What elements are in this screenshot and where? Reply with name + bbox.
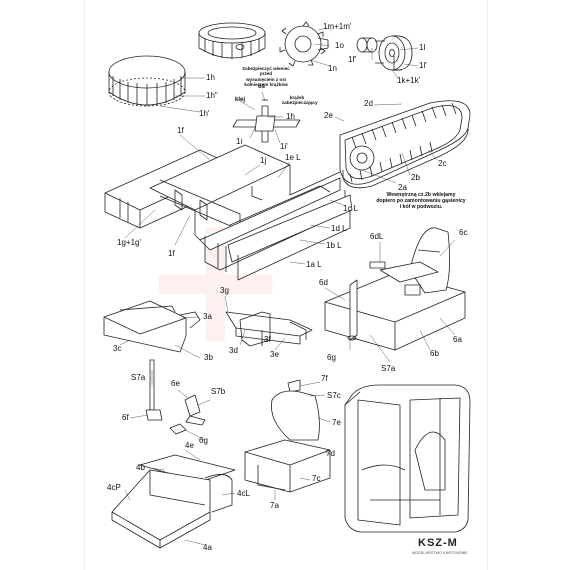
blade-3: [103, 300, 201, 353]
wheel-1h: [108, 55, 186, 107]
seat-7: [244, 379, 331, 493]
label-1f-lower: 1f: [168, 249, 175, 258]
label-1f: 1f: [177, 126, 184, 135]
label-6g: 6g: [327, 353, 336, 362]
label-1h-prime: 1h': [199, 109, 210, 118]
brand-subtitle: MODELARSTWO KARTONOWE: [412, 551, 468, 555]
label-1h-dbl: 1h": [206, 91, 218, 100]
label-1o: 1o: [335, 41, 344, 50]
label-7f: 7f: [321, 374, 328, 383]
track-2: [339, 100, 471, 189]
floor-4: [111, 454, 236, 549]
roller-1f: [356, 37, 378, 53]
label-6dL: 6dL: [370, 232, 384, 241]
label-1a: 1a L: [306, 260, 322, 269]
label-1g: 1g+1g': [117, 238, 141, 247]
label-7d: 7d: [326, 449, 335, 458]
label-1b: 1b L: [326, 241, 342, 250]
label-3d: 3d: [229, 346, 238, 355]
label-3b: 3b: [204, 353, 213, 362]
label-4cL: 4cL: [237, 489, 250, 498]
pedal-6f: [145, 359, 163, 421]
label-2e: 2e: [324, 111, 333, 120]
label-6a: 6a: [453, 335, 462, 344]
label-os: oś: [258, 84, 266, 90]
label-klej: klej: [235, 97, 246, 103]
label-3e: 3e: [270, 350, 279, 359]
label-s7a-lower: S7a: [131, 373, 146, 382]
brand-logo: KSZ-M: [418, 537, 458, 549]
label-4cP: 4cP: [107, 483, 121, 492]
label-3c: 3c: [113, 344, 122, 353]
label-3g: 3g: [220, 286, 229, 295]
label-1i: 1i: [236, 137, 243, 146]
label-7e: 7e: [332, 418, 341, 427]
label-s7a: S7a: [381, 364, 396, 373]
label-2c: 2c: [438, 159, 447, 168]
label-7a: 7a: [270, 501, 279, 510]
label-6c: 6c: [459, 228, 468, 237]
pedal-6e: [184, 394, 206, 426]
label-4a: 4a: [203, 543, 212, 552]
label-1h: 1h: [206, 73, 215, 82]
label-2b: 2b: [411, 173, 420, 182]
part-6g: [169, 423, 187, 435]
note-wheel: Zabezpieczyć wieniec przed wysunięciem z…: [242, 66, 290, 87]
label-3a: 3a: [203, 312, 212, 321]
label-6f: 6f: [122, 413, 129, 422]
label-7c: 7c: [312, 474, 321, 483]
gear-1n: [279, 21, 329, 67]
label-4e: 4e: [185, 441, 194, 450]
label-1j: 1j: [260, 156, 267, 165]
note-krazek: krążek zabezpieczający: [282, 95, 318, 106]
label-4b: 4b: [136, 463, 145, 472]
label-1e: 1e L: [285, 153, 301, 162]
label-1c: 1c L: [343, 204, 359, 213]
label-2a: 2a: [398, 183, 407, 192]
label-1h-axle: 1h: [286, 112, 295, 121]
label-1f-prime: 1f': [348, 55, 357, 64]
label-s7c: S7c: [327, 391, 341, 400]
cabin: [344, 384, 471, 533]
label-3f: 3f: [264, 335, 271, 344]
label-1n: 1n: [328, 64, 337, 73]
label-6g-lower: 6g: [199, 436, 208, 445]
label-1i-prime: 1i': [280, 142, 288, 151]
label-1k: 1k+1k': [397, 76, 421, 85]
label-s7b: S7b: [211, 387, 226, 396]
chassis-1: [104, 144, 353, 281]
label-2d: 2d: [364, 99, 373, 108]
label-6d: 6d: [319, 278, 328, 287]
seat-box-6: [324, 227, 466, 351]
label-6b: 6b: [430, 349, 439, 358]
wheel-1l: [375, 35, 413, 71]
axle-assembly: [232, 99, 301, 143]
label-1l-prime: 1l': [419, 61, 427, 70]
label-1l: 1l: [419, 43, 426, 52]
label-1d: 1d L: [331, 224, 347, 233]
label-1m: 1m+1m': [323, 22, 352, 31]
wheel-ring-top: [198, 22, 266, 59]
label-6e: 6e: [171, 379, 180, 388]
note-track: Wewnętrzną cz.2b wklejamy dopiero po zam…: [376, 192, 466, 211]
